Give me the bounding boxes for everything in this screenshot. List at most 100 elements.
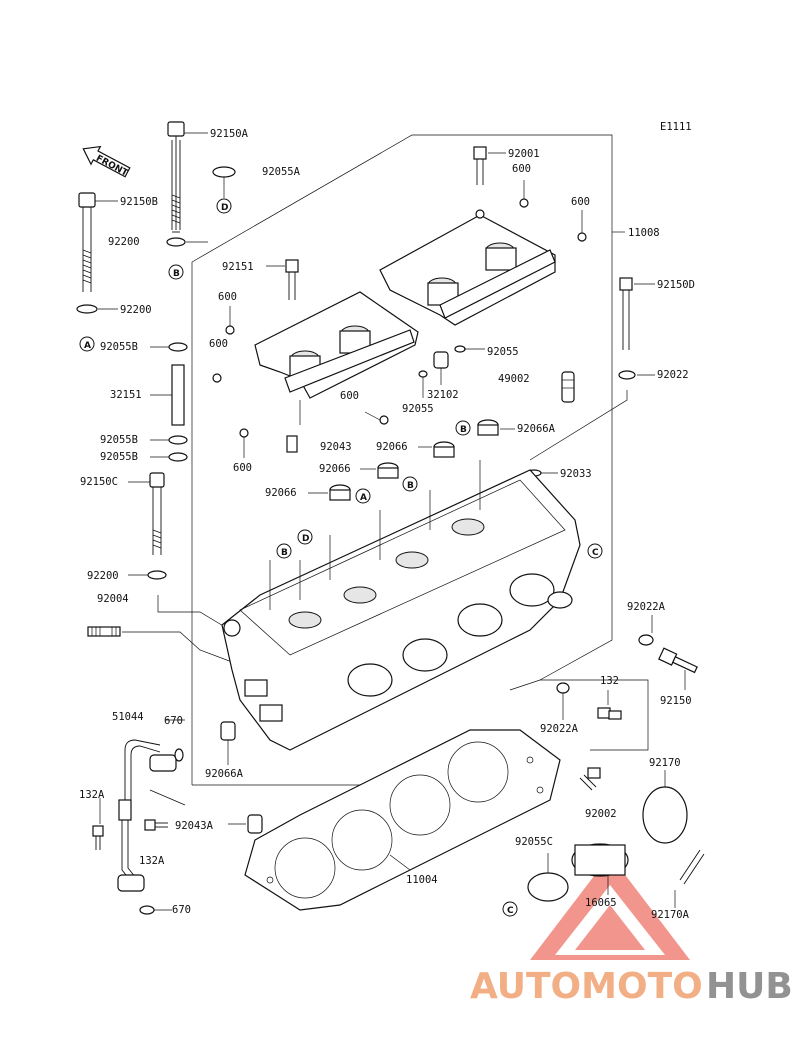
svg-text:B: B	[407, 481, 414, 491]
watermark-text-primary: AUTOMOTO	[470, 966, 703, 1007]
dowel-600-b-icon	[519, 198, 529, 208]
svg-text:A: A	[84, 341, 91, 351]
label-92170: 92170	[649, 757, 681, 769]
oring-92055B-2-icon	[168, 435, 188, 445]
dowel-600-g-icon	[379, 415, 389, 425]
washer-92022A-icon	[638, 634, 654, 646]
label-92022A-1: 92022A	[627, 601, 666, 613]
label-92150A: 92150A	[210, 128, 249, 140]
bolt-92150B-icon	[78, 192, 96, 292]
label-600-c: 600	[233, 462, 252, 474]
callout-b-1: B	[168, 264, 184, 280]
watermark-text-secondary: HUB	[706, 966, 793, 1007]
dowel-600-c-icon	[577, 232, 587, 242]
svg-text:B: B	[460, 425, 467, 435]
label-600-e: 600	[512, 163, 531, 175]
dowel-600-e-icon	[212, 373, 222, 383]
label-92055B-3: 92055B	[100, 451, 138, 463]
callout-c-1: C	[587, 543, 603, 559]
washer-92200-lower-icon	[76, 304, 98, 314]
oring-92055C-icon	[527, 872, 569, 902]
label-92170A: 92170A	[651, 909, 690, 921]
bolt-132A-b-icon	[144, 819, 168, 831]
bolt-132-icon	[597, 707, 622, 720]
label-132A-1: 132A	[79, 789, 105, 801]
front-label: FRONT	[94, 154, 130, 179]
label-92150B: 92150B	[120, 196, 158, 208]
label-600-b: 600	[209, 338, 228, 350]
label-92066A-2: 92066A	[205, 768, 244, 780]
head-gasket-11004-icon	[244, 729, 561, 911]
label-132A-2: 132A	[139, 855, 165, 867]
tappet-92043A-icon	[247, 814, 263, 834]
bolt-92150C-icon	[149, 472, 165, 555]
label-92004: 92004	[97, 593, 129, 605]
svg-text:A: A	[360, 493, 367, 503]
label-92200-c: 92200	[87, 570, 119, 582]
label-92055-b: 92055	[402, 403, 434, 415]
label-51044: 51044	[112, 711, 144, 723]
callout-a-1: A	[79, 336, 95, 352]
tappet-92043-icon	[286, 435, 298, 453]
label-92150C: 92150C	[80, 476, 118, 488]
bolt-132A-icon	[92, 825, 104, 850]
svg-text:C: C	[592, 548, 599, 558]
label-92043: 92043	[320, 441, 352, 453]
label-92043A: 92043A	[175, 820, 214, 832]
washer-92022A-b-icon	[556, 682, 570, 694]
label-92066-c: 92066	[265, 487, 297, 499]
exploded-boundary-lines	[191, 134, 625, 786]
callout-b-4: B	[276, 543, 292, 559]
label-92033: 92033	[560, 468, 592, 480]
callout-b-2: B	[455, 420, 471, 436]
label-92055B-1: 92055B	[100, 341, 138, 353]
callout-c-2: C	[502, 901, 518, 917]
pipe-32151-icon	[171, 364, 185, 426]
label-92066-a: 92066	[376, 441, 408, 453]
label-16065: 16065	[585, 897, 617, 909]
bolt-92150D-icon	[619, 277, 633, 350]
bolt-92151-icon	[285, 259, 299, 300]
label-600-f: 600	[571, 196, 590, 208]
watermark-text: AUTOMOTO HUB	[470, 966, 793, 1007]
label-92066A-1: 92066A	[517, 423, 556, 435]
label-670-a: 670	[164, 715, 183, 727]
watermark-logo	[530, 855, 690, 960]
oring-92055B-icon	[168, 342, 188, 352]
oring-92055-icon	[454, 345, 466, 353]
cam-cap-left-icon	[254, 291, 419, 425]
clamp-92170A-icon	[679, 849, 705, 885]
label-92055B-2: 92055B	[100, 434, 138, 446]
diagram-code: E1111	[660, 121, 692, 133]
label-600-d: 600	[340, 390, 359, 402]
holder-16065-icon	[571, 843, 629, 877]
callout-d-2: D	[297, 529, 313, 545]
stud-92004-icon	[87, 626, 121, 637]
seal-92066-stack-icon	[329, 419, 499, 501]
label-670-b: 670	[172, 904, 191, 916]
cylinder-head-icon	[221, 460, 581, 751]
part-49002-icon	[561, 371, 575, 403]
dowel-600-icon	[475, 209, 485, 219]
oring-92055A-icon	[212, 166, 236, 178]
label-92055A: 92055A	[262, 166, 301, 178]
label-32102: 32102	[427, 389, 459, 401]
label-92055: 92055	[487, 346, 519, 358]
bolt-92002-icon	[579, 767, 601, 791]
callout-b-3: B	[402, 476, 418, 492]
callout-a-2: A	[355, 488, 371, 504]
label-132: 132	[600, 675, 619, 687]
label-92022A-2: 92022A	[540, 723, 579, 735]
label-92200-a: 92200	[108, 236, 140, 248]
label-92066-b: 92066	[319, 463, 351, 475]
label-32151: 32151	[110, 389, 142, 401]
label-11004: 11004	[406, 874, 438, 886]
label-92151: 92151	[222, 261, 254, 273]
svg-text:C: C	[507, 906, 514, 916]
plug-92066A-icon	[220, 721, 236, 741]
washer-92200-c-icon	[147, 570, 167, 580]
label-92022: 92022	[657, 369, 689, 381]
washer-92022-icon	[618, 370, 636, 380]
svg-text:B: B	[281, 548, 288, 558]
bolt-92150A-icon	[167, 121, 185, 233]
